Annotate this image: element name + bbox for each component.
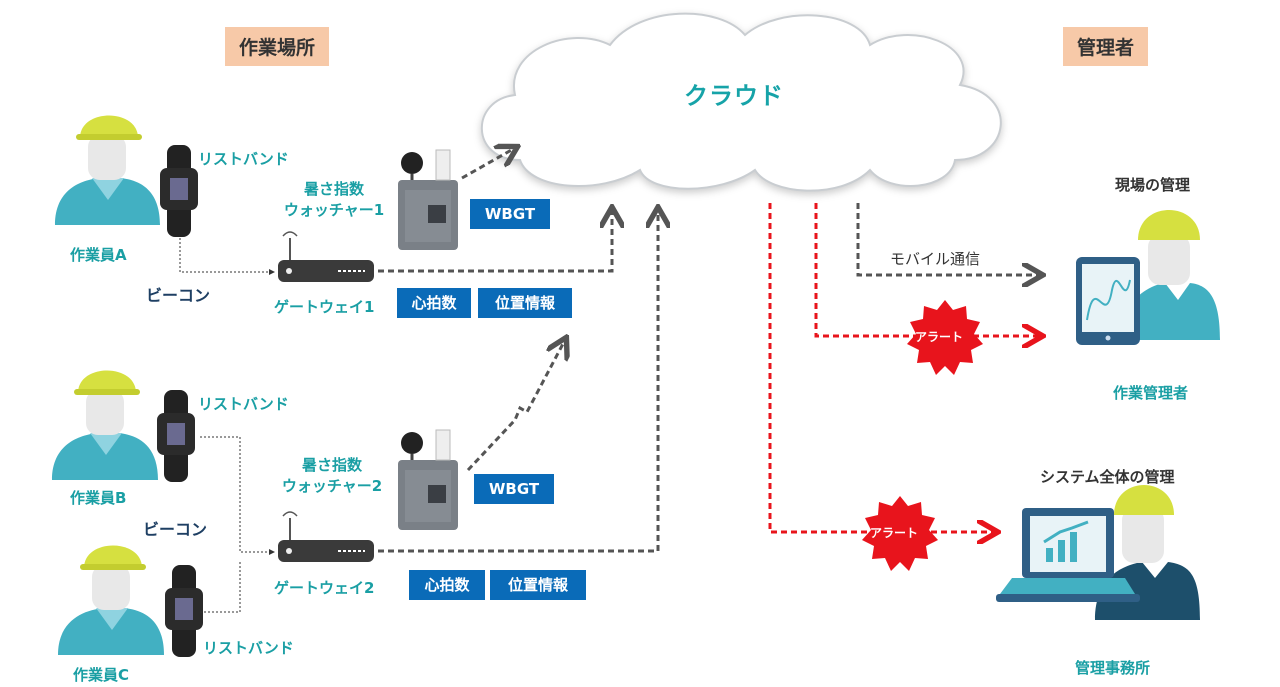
heart-rate-badge-2: 心拍数 <box>409 570 485 600</box>
site-mgmt-label: 現場の管理 <box>1115 176 1191 194</box>
work-manager-label: 作業管理者 <box>1113 384 1189 402</box>
watcher-1-line1: 暑さ指数 <box>303 180 364 198</box>
gateway-1-icon <box>278 231 374 282</box>
watcher-1-line2: ウォッチャー1 <box>283 201 385 219</box>
wristband-c-icon <box>165 565 203 657</box>
wristband-b-label: リストバンド <box>198 395 289 413</box>
tablet-manager-icon <box>1076 210 1220 345</box>
worker-a-icon <box>55 115 160 225</box>
beacon-label-1: ビーコン <box>146 286 211 305</box>
wristband-a-label: リストバンド <box>198 150 289 168</box>
alert-label-2: アラート <box>870 526 919 540</box>
wbgt-badge-1: WBGT <box>470 199 550 229</box>
alert-badge-2 <box>862 496 938 571</box>
watcher-2-line1: 暑さ指数 <box>301 456 362 474</box>
beacon-connector-2 <box>200 436 275 613</box>
gateway-2-icon <box>278 511 374 562</box>
uplink-arrows <box>378 148 658 553</box>
wristband-a-icon <box>160 145 198 237</box>
mobile-comm-label: モバイル通信 <box>890 250 981 268</box>
gateway-1-label: ゲートウェイ1 <box>274 298 375 316</box>
wristband-b-icon <box>157 390 195 482</box>
system-mgmt-label: システム全体の管理 <box>1040 468 1175 486</box>
beacon-connector-1 <box>179 238 275 275</box>
mobile-arrow <box>856 203 1040 275</box>
laptop-office-icon <box>996 485 1200 620</box>
worker-b-icon <box>52 370 158 480</box>
alert-badge-1 <box>907 300 983 375</box>
worksite-header: 作業場所 <box>225 27 330 66</box>
office-label: 管理事務所 <box>1075 659 1151 677</box>
heart-rate-badge-1: 心拍数 <box>397 288 471 318</box>
wbgt-device-2-icon <box>398 429 458 530</box>
worker-b-label: 作業員B <box>70 489 127 507</box>
gateway-2-label: ゲートウェイ2 <box>274 579 375 597</box>
worker-a-label: 作業員A <box>70 246 127 264</box>
watcher-2-label: 暑さ指数 ウォッチャー2 <box>272 454 392 496</box>
cloud-shape <box>480 12 1002 192</box>
beacon-label-2: ビーコン <box>143 520 208 539</box>
watcher-2-line2: ウォッチャー2 <box>281 477 383 495</box>
watcher-1-label: 暑さ指数 ウォッチャー1 <box>274 178 394 220</box>
wbgt-device-1-icon <box>398 149 458 250</box>
wristband-c-label: リストバンド <box>203 639 294 657</box>
location-badge-2: 位置情報 <box>490 570 586 600</box>
worker-c-label: 作業員C <box>73 666 130 684</box>
manager-header: 管理者 <box>1063 27 1149 66</box>
worker-c-icon <box>58 545 164 655</box>
cloud-label: クラウド <box>684 82 784 110</box>
alert-label-1: アラート <box>915 330 964 344</box>
wbgt-badge-2: WBGT <box>474 474 554 504</box>
location-badge-1: 位置情報 <box>478 288 572 318</box>
